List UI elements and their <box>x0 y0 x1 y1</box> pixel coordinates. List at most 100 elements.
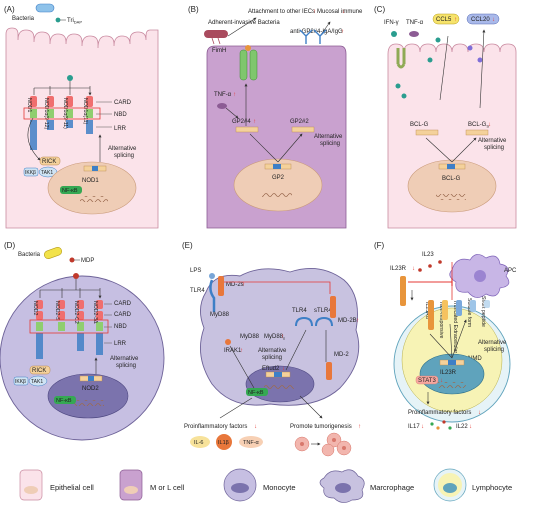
tri-dap-label: TriDAP <box>67 18 82 25</box>
nbd-highlight-d <box>29 319 109 334</box>
gene-a-label: NOD1 <box>82 178 99 184</box>
nonresp-label: Non-responsive <box>438 302 444 338</box>
receptor-label-a-4: NOD1α(11) <box>82 98 88 125</box>
apc-icon <box>449 254 510 298</box>
receptor-label-a-1: NOD1 <box>26 98 32 113</box>
trunc-label: Truncated Extracellular <box>452 300 458 353</box>
receptor-label-d-2: NOD2-S <box>54 301 60 321</box>
bacteria-icon <box>35 3 55 13</box>
nbd-highlight <box>23 107 101 120</box>
alt-splicing-c-2: splicing <box>484 145 504 151</box>
proinf-e-label: Proinflammatory factors <box>184 424 247 430</box>
panel-e: (E) LPS TLR4 MD-2s ↑ MyD88 MyD88s MyD88 … <box>182 241 361 457</box>
receptor-label-a-3: NOD1α(9-11) <box>62 98 68 129</box>
nucleus-b <box>233 158 323 212</box>
svg-text:↑: ↑ <box>233 92 236 98</box>
tlr4-label: TLR4 <box>190 288 205 294</box>
cytokine-receptor-c <box>396 48 406 69</box>
nfkb-label-a: NF-κB <box>62 188 78 194</box>
svg-text:↑: ↑ <box>240 348 243 354</box>
fimh-label: FimH <box>212 48 226 54</box>
receptor-label-a-2: NOD1α(9-12) <box>43 98 49 130</box>
legend-monocyte: Monocyte <box>223 468 296 502</box>
stlr4-label: sTLR4 <box>314 308 332 314</box>
svg-text:↓: ↓ <box>478 410 481 416</box>
panel-b: (B) Attachment to other IECs ↑ Mucosal i… <box>188 5 363 229</box>
il22-label: IL22 <box>456 424 468 430</box>
receptor-label-d-1: NOD2 <box>32 301 38 316</box>
panel-a: (A) Bacteria TriDAP NOD1 NOD1α(9-12 <box>4 3 159 229</box>
svg-text:↓: ↓ <box>440 378 443 384</box>
nfkb-d-label: NF-κB <box>56 398 72 404</box>
aiec-label: Adherent-invasive Bacteria <box>208 20 280 26</box>
alt-splicing-b-2: splicing <box>320 141 340 147</box>
ifn-molecule <box>391 31 397 37</box>
nucleus-d <box>47 373 129 419</box>
myd88-label: MyD88 <box>210 312 230 318</box>
domain-d-card1: CARD <box>114 301 132 307</box>
il17-label: IL17 <box>408 424 420 430</box>
short-label: Short peptide <box>480 296 486 327</box>
alt-splicing-f-1: Alternative <box>478 340 507 346</box>
domain-d-nbd: NBD <box>114 324 127 330</box>
nfkb-box-d <box>54 396 76 404</box>
rick-d-label: RICK <box>32 368 46 374</box>
gene-d-label: NOD2 <box>82 386 99 392</box>
ccl5-bubble <box>432 13 460 25</box>
attach-label: Attachment to other IECs <box>248 9 315 15</box>
tnf-b-label: TNF-α <box>214 92 232 98</box>
legend-lymphocyte-label: Lymphocyte <box>472 483 512 492</box>
myd88-label-2: MyD88 <box>240 334 260 340</box>
domain-d-card2: CARD <box>114 312 132 318</box>
receptor-label-d-4: NOD2-3Δ <box>92 301 98 324</box>
il6-label: IL-6 <box>194 440 203 446</box>
legend-epithelial: Epithelial cell <box>19 469 94 501</box>
svg-text:↓: ↓ <box>492 17 495 23</box>
panel-d-label: (D) <box>4 241 15 250</box>
mdp-icon <box>69 257 75 263</box>
ikkb-d-label: IKKβ <box>15 379 26 385</box>
panel-a-label: (A) <box>4 5 15 14</box>
nfkb-e-label: NF-κB <box>248 390 264 396</box>
mdp-label: MDP <box>81 258 94 264</box>
aiec-bacteria-icon <box>204 30 228 38</box>
il23-label: IL23 <box>422 252 434 258</box>
panel-c: (C) IFN-γ TNF-α CCL5 ↑ CCL20 ↓ BCL-G BCL… <box>374 5 517 229</box>
mucosal-label: Mucosal immune <box>317 9 363 15</box>
stat3-box <box>415 375 439 385</box>
legend-macrophage-label: Marcrophage <box>370 483 414 492</box>
bcl-g-label-1: BCL-G <box>410 122 429 128</box>
alt-splicing-d-1: Alternative <box>110 356 139 362</box>
ikkb-box <box>23 167 39 177</box>
tak1-label: TAK1 <box>41 170 53 176</box>
legend-m-cell: M or L cell <box>119 469 185 501</box>
panel-f: (F) IL23 APC IL23R ↓ IL23Rα Non-responsi… <box>374 241 517 430</box>
ifn-label: IFN-γ <box>384 20 399 26</box>
rick-label: RICK <box>42 159 56 165</box>
panel-f-label: (F) <box>374 241 385 250</box>
bacteria-d-label: Bacteria <box>18 252 41 258</box>
domain-a-card: CARD <box>114 100 132 106</box>
rick-box-d <box>29 365 51 375</box>
anti-gp2-antibody-icon <box>299 29 327 44</box>
rick-box <box>39 156 61 166</box>
legend-monocyte-label: Monocyte <box>263 483 296 492</box>
alt-splicing-a-1: Alternative <box>108 146 137 152</box>
il23r-label: IL23R <box>390 266 407 272</box>
legend-epithelial-label: Epithelial cell <box>50 483 94 492</box>
bacteria-label: Bacteria <box>12 16 35 22</box>
svg-text:↓: ↓ <box>342 9 345 15</box>
domain-a-lrr: LRR <box>114 126 127 132</box>
macrophage-e <box>199 267 360 406</box>
proinf-f-label: Proinflammatory factors <box>408 410 471 416</box>
panel-b-label: (B) <box>188 5 199 14</box>
ikkb-label: IKKβ <box>25 170 36 176</box>
legend-macrophage: Marcrophage <box>319 469 414 503</box>
bcl-g-label-2: BCL-GS <box>468 122 489 129</box>
panel-c-label: (C) <box>374 5 385 14</box>
gp2-4-label: GP2#4 <box>232 119 251 125</box>
gp2-4-receptor <box>239 45 258 81</box>
nfkb-box-e <box>246 388 268 396</box>
nod1-receptors <box>30 96 93 150</box>
nmd-label: NMD <box>468 356 482 362</box>
